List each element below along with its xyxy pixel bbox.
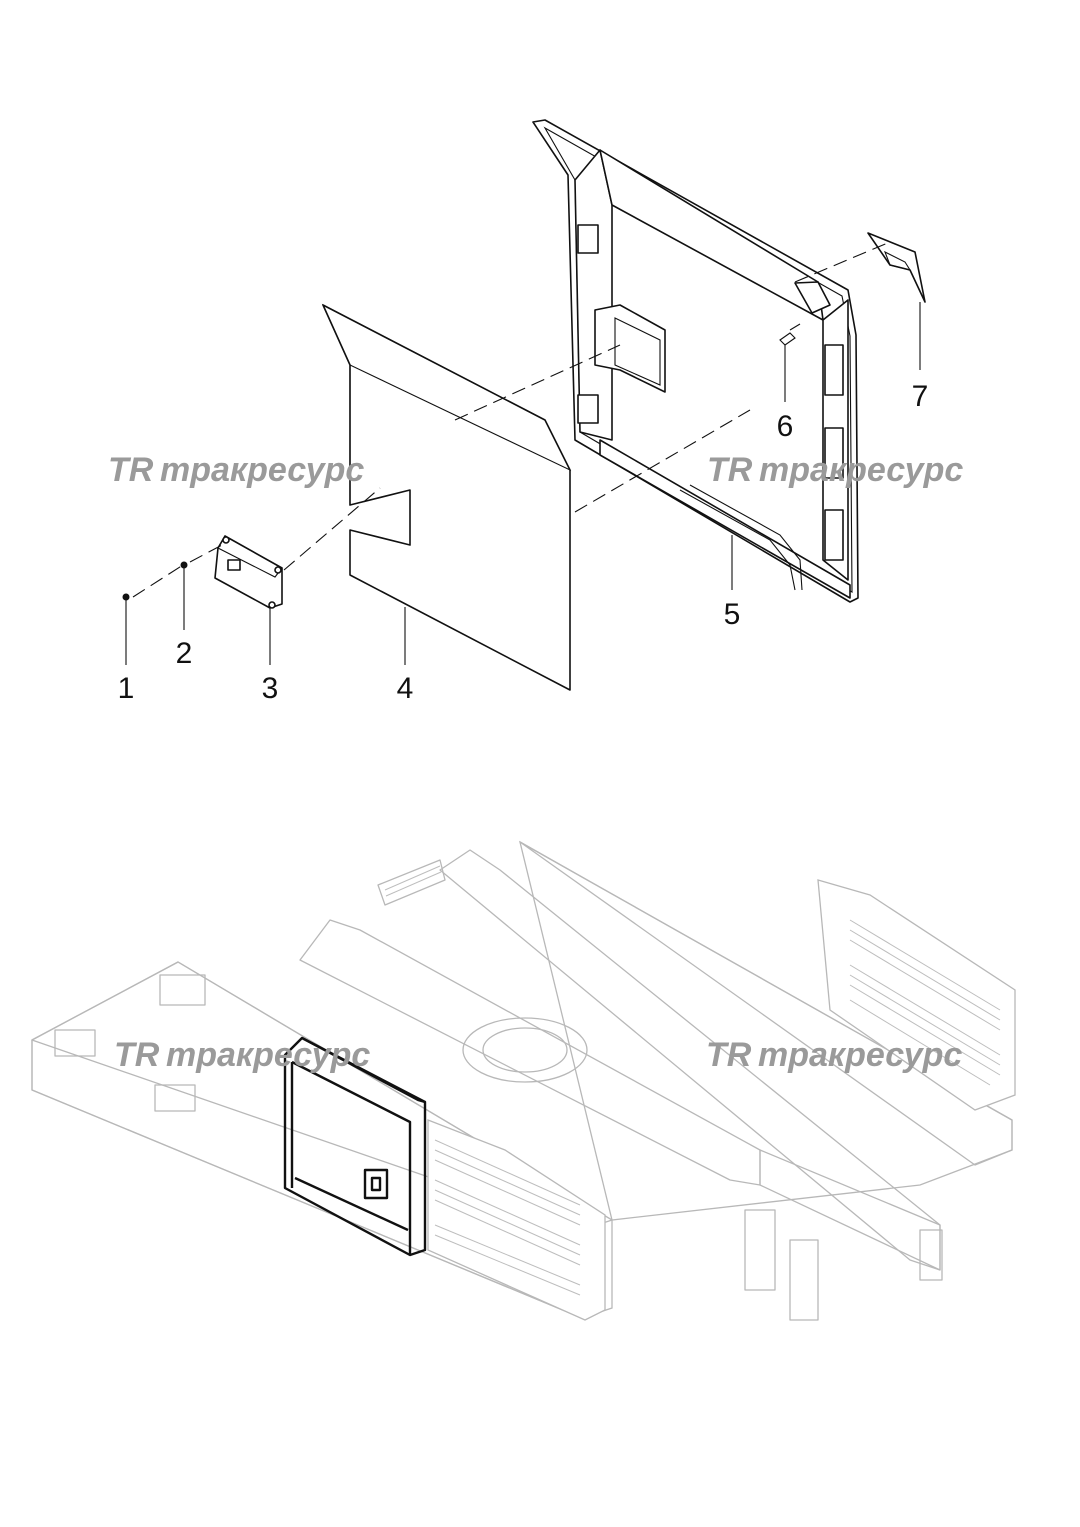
watermark-logo-icon: TR (108, 451, 154, 489)
part-7-bracket (867, 232, 926, 303)
part-5-door-frame (532, 119, 859, 603)
watermark-bottom-right: TR тракресурс (706, 1036, 962, 1074)
callout-1: 1 (118, 672, 135, 705)
watermark-logo-icon: TR (707, 451, 753, 489)
watermark-logo-icon: TR (706, 1036, 752, 1074)
highlighted-door-assembly (283, 1036, 427, 1257)
part-3-control-box (214, 535, 283, 609)
part-6-screw (779, 323, 801, 346)
callout-7: 7 (912, 380, 929, 413)
callout-3: 3 (262, 672, 279, 705)
part-4-insulation-pad (321, 303, 572, 691)
callout-2: 2 (176, 637, 193, 670)
watermark-logo-icon: TR (114, 1036, 160, 1074)
part-1-nut (122, 593, 130, 601)
machine-frame-location-view (31, 840, 1016, 1321)
part-2-washer (180, 561, 188, 569)
watermark-top-right: TR тракресурс (707, 451, 963, 489)
watermark-text: тракресурс (759, 451, 963, 489)
callout-6: 6 (777, 410, 794, 443)
watermark-text: тракресурс (758, 1036, 962, 1074)
callout-5: 5 (724, 598, 741, 631)
watermark-text: тракресурс (160, 451, 364, 489)
watermark-text: тракресурс (166, 1036, 370, 1074)
callout-4: 4 (397, 672, 414, 705)
exploded-view: 1 2 3 4 5 6 7 (118, 119, 929, 705)
watermark-bottom-left: TR тракресурс (114, 1036, 370, 1074)
watermark-top-left: TR тракресурс (108, 451, 364, 489)
